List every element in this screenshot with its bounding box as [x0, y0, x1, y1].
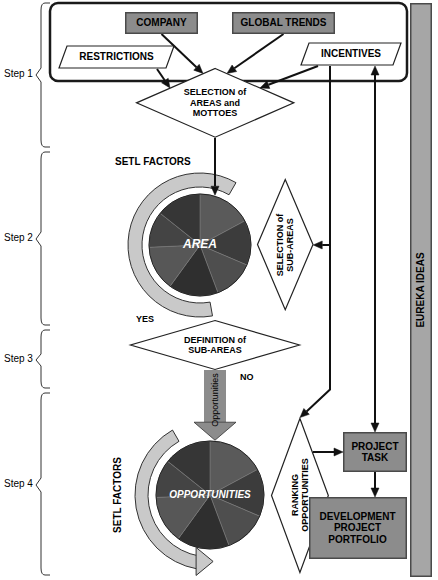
step-label: Step 4 [4, 478, 33, 490]
connector [371, 66, 379, 432]
node-label: RANKING OPPORTUNITIES [290, 453, 311, 537]
area-pie: AREA [148, 193, 252, 297]
diamond-outline [136, 69, 293, 138]
step-one-frame [50, 3, 407, 81]
arrowhead [313, 241, 322, 249]
connector [313, 448, 343, 456]
step-bracket [36, 3, 50, 147]
restriction-parallelogram: RESTRICTIONS [58, 45, 175, 69]
pie-rim [156, 441, 264, 549]
box-fill [411, 4, 432, 577]
connector-line [234, 34, 283, 68]
node-label: DEFINITION of SUB-AREAS [175, 335, 255, 356]
node-label: COMPANY [136, 17, 186, 29]
node-label: INCENTIVES [321, 48, 381, 60]
branch-label: NO [240, 372, 254, 382]
connector [313, 66, 330, 249]
decision-diamond: SELECTION of SUB-AREAS [257, 179, 313, 310]
arrowhead [227, 65, 237, 73]
step-bracket [36, 393, 50, 575]
incentive-parallelogram: INCENTIVES [300, 42, 402, 66]
edge-label: Opportunities [210, 373, 220, 427]
connector-line [374, 472, 376, 488]
step-label: Step 3 [4, 353, 33, 365]
side-band: EUREKA IDEAS [410, 3, 432, 577]
pie-label: OPPORTUNITIES [169, 489, 251, 501]
connector-line [157, 69, 165, 81]
pie-slice [168, 441, 210, 495]
step-bracket [36, 152, 50, 325]
output-box: PROJECT TASK [343, 432, 407, 472]
connector-line [214, 138, 216, 186]
arrowhead [371, 488, 379, 497]
box-fill [233, 13, 335, 34]
connector [157, 69, 170, 88]
node-label: SELECTION of AREAS and MOTTOES [179, 87, 251, 118]
pie-rim [149, 194, 251, 296]
node-label: PROJECT TASK [347, 441, 403, 464]
branch-label: YES [136, 314, 154, 324]
step-bracket [36, 330, 50, 388]
decision-diamond: DEFINITION of SUB-AREAS [130, 320, 300, 370]
pie-slice [156, 495, 210, 539]
node-label: SELECTION of SUB-AREAS [275, 210, 296, 280]
diamond-outline [257, 180, 312, 310]
node-label: RESTRICTIONS [79, 51, 153, 63]
connector [260, 66, 318, 89]
connector-line [313, 451, 334, 453]
arrowhead [334, 448, 343, 456]
arrowhead [371, 423, 379, 432]
parallelogram-outline [301, 43, 401, 65]
input-box: COMPANY [125, 12, 198, 34]
arc-label: SETL FACTORS [115, 156, 191, 168]
pie-label: AREA [183, 238, 217, 252]
pie-slices [149, 194, 251, 296]
setl-arrowhead [196, 547, 213, 575]
arc-label: SETL FACTORS [112, 457, 124, 533]
connector [194, 370, 236, 440]
connector-line [268, 66, 318, 85]
arrowhead [300, 408, 309, 417]
pie-slice [149, 245, 200, 286]
connector [371, 472, 379, 497]
connector [227, 34, 284, 73]
arrowhead [371, 66, 379, 75]
node-label: EUREKA IDEAS [415, 140, 427, 440]
connector [211, 138, 219, 195]
pie-slices [156, 441, 264, 549]
step-label: Step 1 [4, 68, 33, 80]
decision-diamond: SELECTION of AREAS and MOTTOES [136, 68, 294, 138]
input-box: GLOBAL TRENDS [232, 12, 335, 34]
arrowhead [162, 78, 170, 88]
arrowhead [260, 81, 270, 88]
node-label: DEVELOPMENT PROJECT PORTFOLIO [313, 511, 403, 546]
step-label: Step 2 [4, 232, 33, 244]
arrowhead [194, 64, 203, 73]
box-fill [309, 498, 406, 559]
node-label: GLOBAL TRENDS [241, 17, 327, 29]
arrowhead [211, 186, 219, 195]
output-box: DEVELOPMENT PROJECT PORTFOLIO [309, 497, 407, 559]
connector-line [374, 75, 376, 423]
opportunities-pie: OPPORTUNITIES [155, 440, 265, 550]
connector-line [322, 66, 330, 245]
box-fill [344, 433, 407, 472]
diamond-outline [131, 321, 300, 370]
box-fill [126, 13, 198, 34]
parallelogram-outline [59, 46, 174, 68]
